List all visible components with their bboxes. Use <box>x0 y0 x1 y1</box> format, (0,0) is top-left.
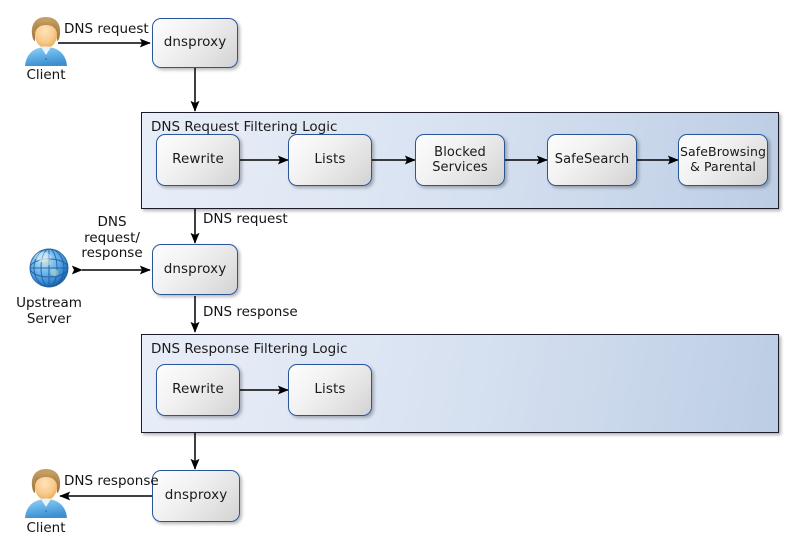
node-blocked-services-label-line2: Services <box>432 160 488 175</box>
node-rewrite-response[interactable]: Rewrite <box>156 364 240 416</box>
user-icon <box>22 466 70 520</box>
node-dnsproxy-mid-label: dnsproxy <box>163 260 227 277</box>
upstream-server-label: Upstream Server <box>6 295 92 327</box>
edge-label-dnsproxy-upstream-line3: response <box>81 245 143 262</box>
globe-icon <box>24 243 74 293</box>
node-rewrite-response-label: Rewrite <box>172 381 224 398</box>
group-response-filtering: DNS Response Filtering Logic <box>141 334 779 433</box>
group-request-filtering-title: DNS Request Filtering Logic <box>151 119 338 135</box>
node-blocked-services-label-line1: Blocked <box>434 144 486 160</box>
node-safesearch[interactable]: SafeSearch <box>547 134 637 186</box>
node-lists-request-label: Lists <box>314 151 346 168</box>
node-dnsproxy-bottom-label: dnsproxy <box>164 487 228 504</box>
edge-label-client-to-dnsproxy: DNS request <box>64 21 149 37</box>
node-dnsproxy-mid[interactable]: dnsproxy <box>152 244 238 295</box>
node-safebrowsing-parental-label-line1: SafeBrowsing <box>679 144 767 160</box>
user-icon <box>22 14 70 68</box>
upstream-server-label-line2: Server <box>26 310 72 327</box>
edge-label-request-filtering-to-dnsproxy: DNS request <box>203 211 288 227</box>
client-top-label: Client <box>26 67 66 83</box>
node-lists-response[interactable]: Lists <box>288 364 372 416</box>
node-lists-response-label: Lists <box>314 381 346 398</box>
client-bottom-label: Client <box>26 520 66 536</box>
node-safebrowsing-parental-label-line2: & Parental <box>690 159 756 174</box>
edge-label-dnsproxy-to-response-filtering: DNS response <box>203 304 298 320</box>
node-rewrite-request-label: Rewrite <box>172 151 224 168</box>
edge-label-dnsproxy-upstream-line2: request/ <box>84 229 140 246</box>
node-safesearch-label: SafeSearch <box>554 152 630 168</box>
edge-label-dnsproxy-upstream: DNS request/ response <box>78 214 146 262</box>
node-rewrite-request[interactable]: Rewrite <box>156 134 240 186</box>
edge-label-dnsproxy-upstream-line1: DNS <box>97 214 127 230</box>
node-dnsproxy-top-label: dnsproxy <box>163 34 227 51</box>
upstream-server-label-line1: Upstream <box>16 295 82 311</box>
node-safebrowsing-parental[interactable]: SafeBrowsing & Parental <box>678 134 768 186</box>
node-dnsproxy-top[interactable]: dnsproxy <box>152 18 238 68</box>
group-response-filtering-title: DNS Response Filtering Logic <box>151 341 348 357</box>
node-dnsproxy-bottom[interactable]: dnsproxy <box>152 470 240 522</box>
edge-label-dnsproxy-to-client: DNS response <box>64 473 159 489</box>
node-lists-request[interactable]: Lists <box>288 134 372 186</box>
node-blocked-services[interactable]: Blocked Services <box>415 134 505 186</box>
